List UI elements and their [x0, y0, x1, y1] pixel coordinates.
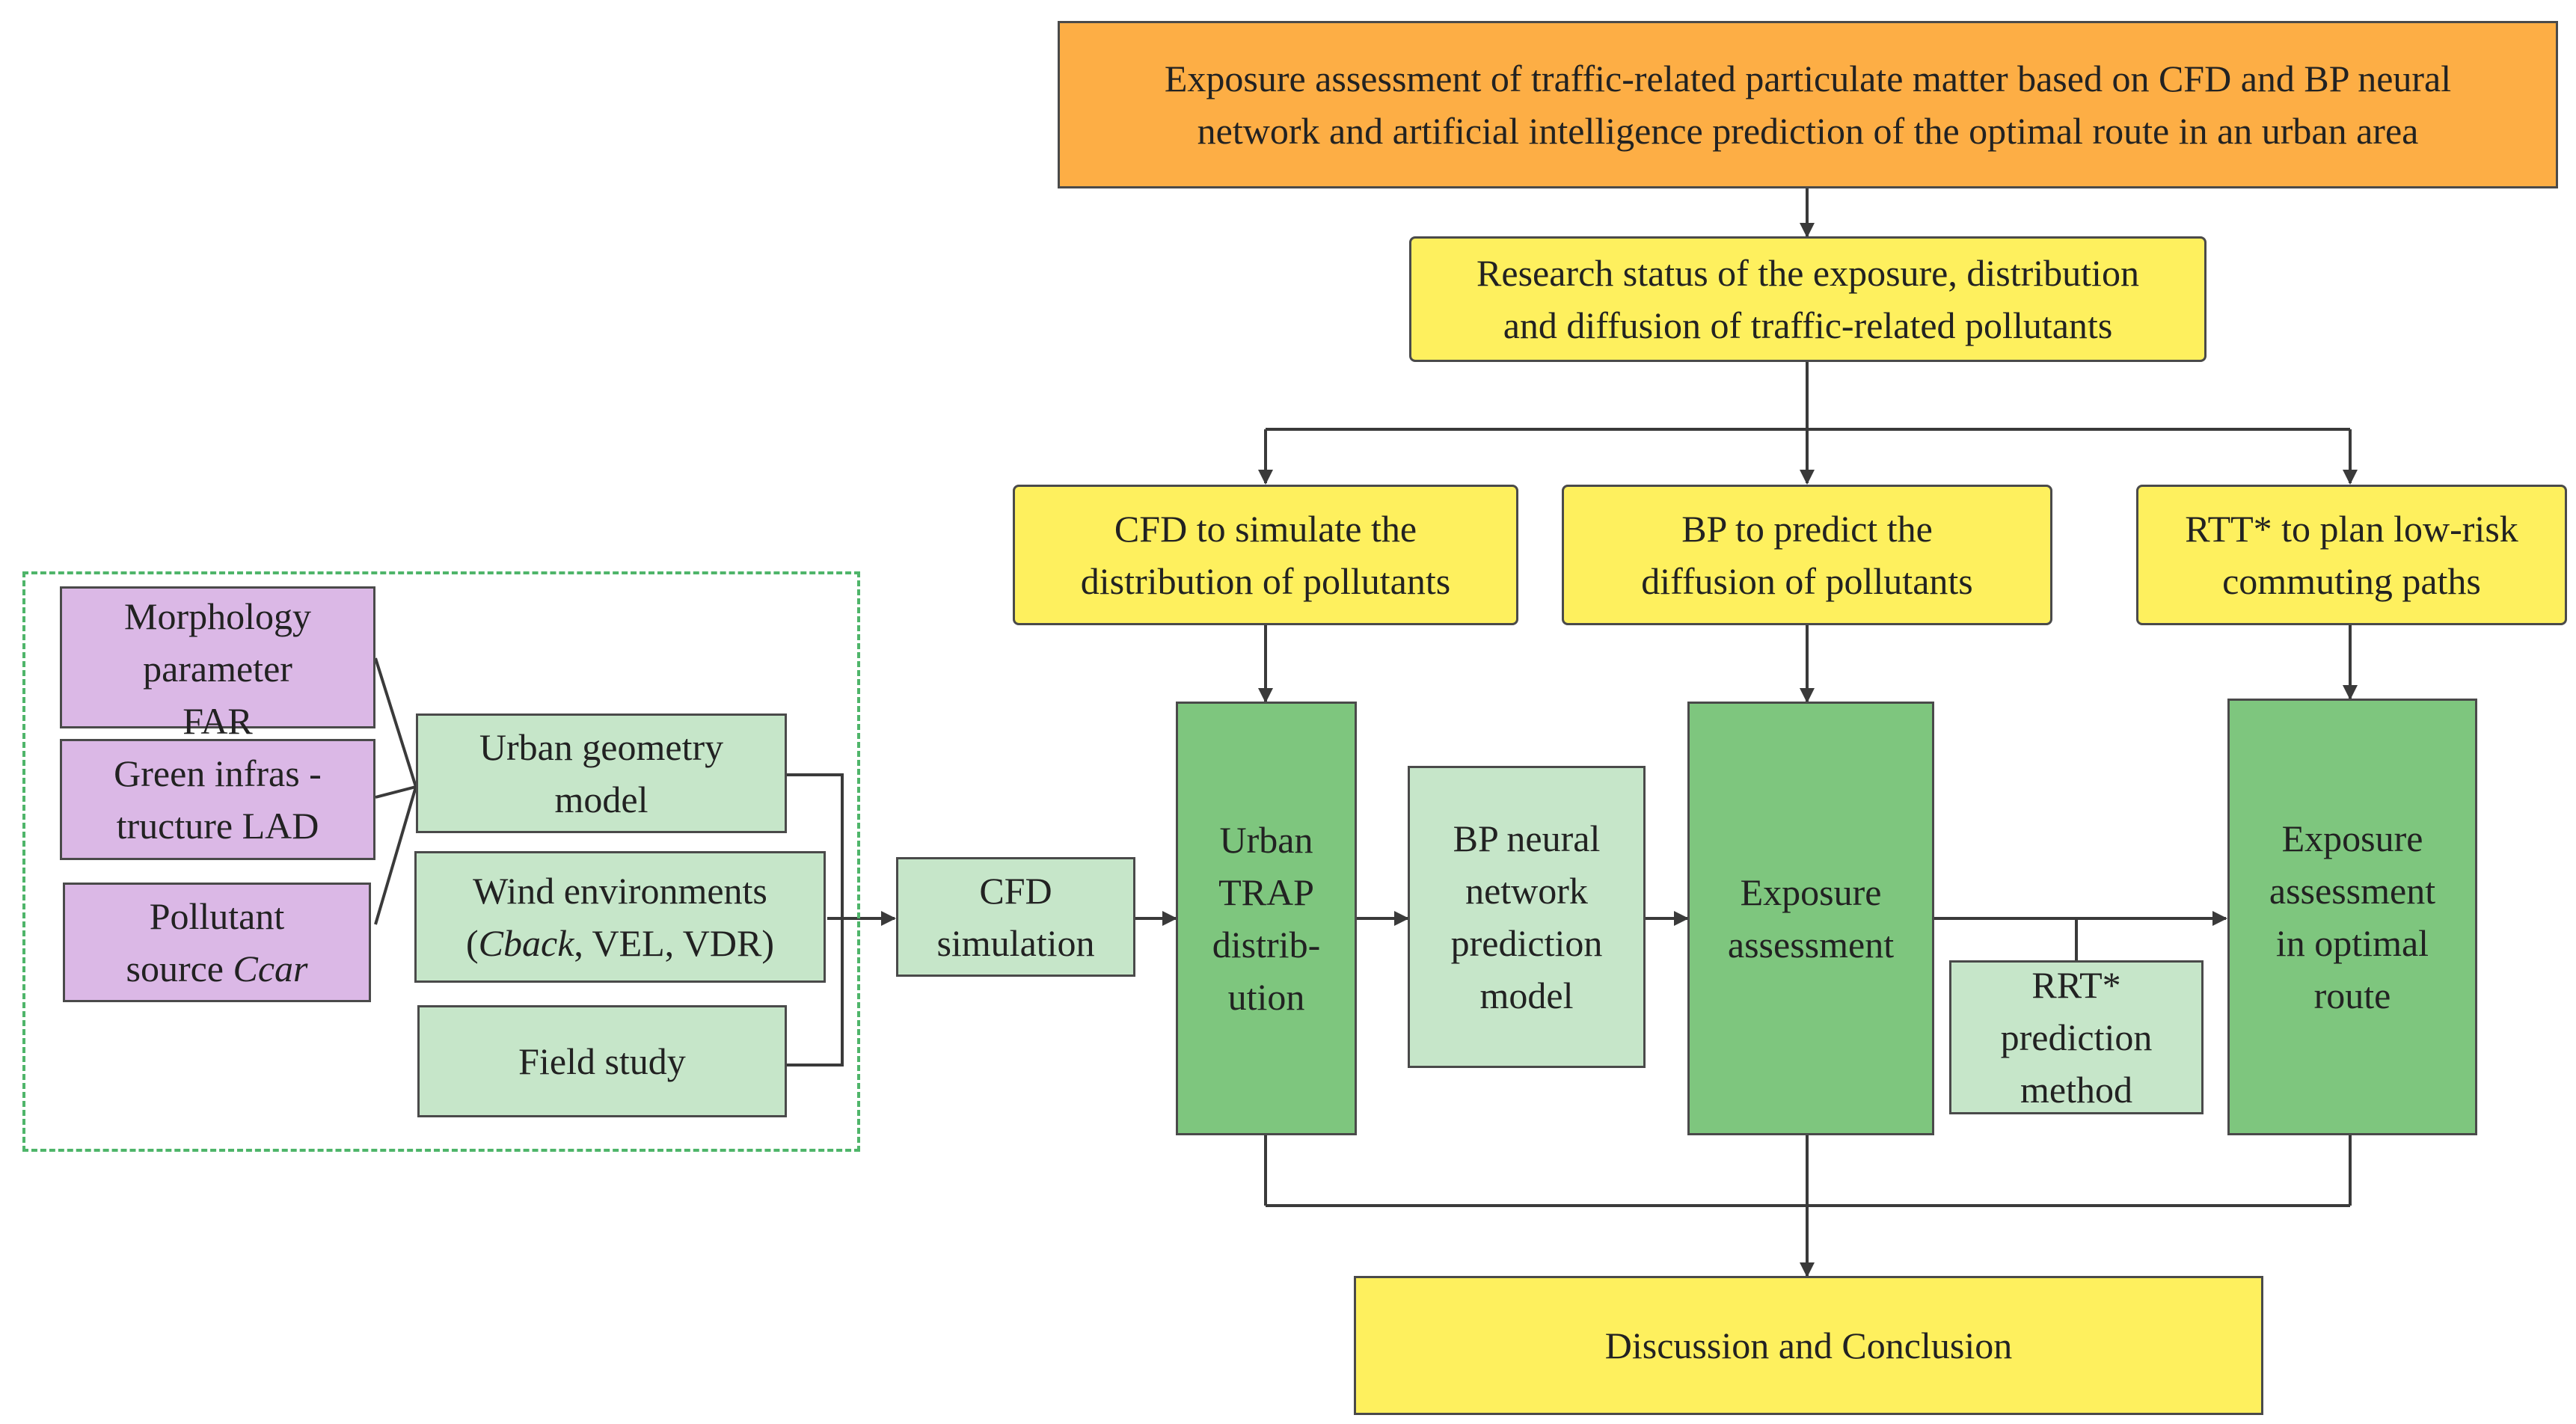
line-field-merge [787, 918, 844, 1067]
line-geometry-merge [787, 773, 844, 918]
research-status-box: Research status of the exposure, distrib… [1409, 236, 2207, 362]
urban-geometry-model-box: Urban geometry model [416, 713, 787, 833]
rtt-method-box: RTT* to plan low-risk commuting paths [2136, 485, 2567, 625]
line-green [375, 785, 417, 799]
urban-trap-distribution-box: Urban TRAP distrib- ution [1176, 702, 1357, 1135]
green-infrastructure-box: Green infras - tructure LAD [60, 739, 375, 860]
field-study-box: Field study [417, 1005, 787, 1117]
cfd-method-box: CFD to simulate the distribution of poll… [1013, 485, 1518, 625]
wind-environments-box: Wind environments (Cback, VEL, VDR) [414, 851, 826, 983]
exposure-optimal-route-box: Exposure assessment in optimal route [2227, 699, 2477, 1135]
input-group-dashed-frame [22, 571, 860, 1152]
discussion-conclusion-box: Discussion and Conclusion [1354, 1276, 2263, 1415]
bp-neural-network-model-box: BP neural network prediction model [1408, 766, 1646, 1068]
line-pollutant [374, 786, 417, 925]
line-morphology [374, 657, 417, 788]
rrt-prediction-method-box: RRT* prediction method [1949, 960, 2204, 1114]
title-box: Exposure assessment of traffic-related p… [1058, 21, 2558, 188]
pollutant-source-box: Pollutant source Ccar [63, 883, 371, 1002]
bp-method-box: BP to predict the diffusion of pollutant… [1562, 485, 2052, 625]
exposure-assessment-box: Exposure assessment [1687, 702, 1934, 1135]
morphology-parameter-box: Morphology parameter FAR [60, 586, 375, 742]
cfd-simulation-box: CFD simulation [896, 857, 1135, 977]
